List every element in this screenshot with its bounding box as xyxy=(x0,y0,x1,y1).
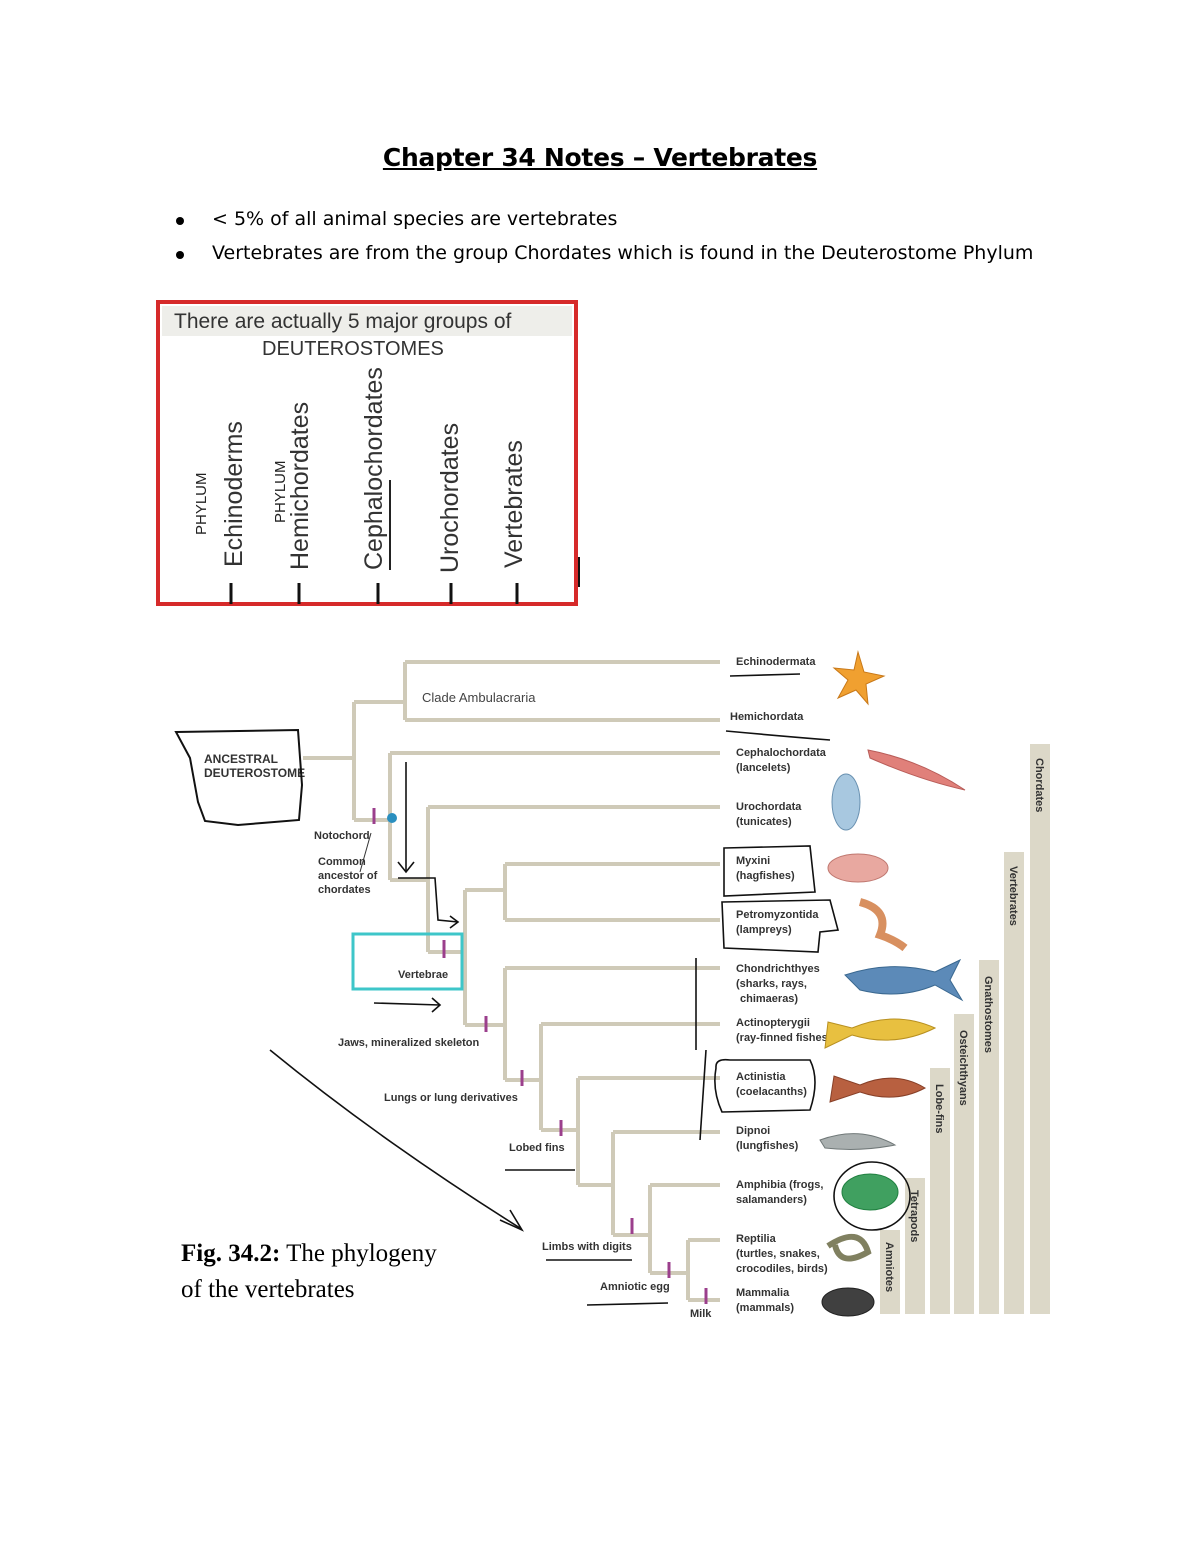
taxon-cephalochordata: Cephalochordata xyxy=(736,747,827,759)
taxon-actinopterygii: Actinopterygii xyxy=(736,1017,810,1029)
lancelet-icon xyxy=(867,749,966,791)
taxon-chondrichthyes: Chondrichthyes xyxy=(736,963,820,975)
trait-common-2: ancestor of xyxy=(318,870,378,882)
taxon-mammalia: Mammalia xyxy=(736,1287,790,1299)
taxon-urochordata: Urochordata xyxy=(736,801,802,813)
figure-caption-line2: of the vertebrates xyxy=(181,1276,355,1303)
group-cephalochordates: Cephalochordates xyxy=(360,367,388,570)
clade-label: Clade Ambulacraria xyxy=(422,690,536,705)
taxon-reptilia: Reptilia xyxy=(736,1233,777,1245)
group-echinoderms: Echinoderms xyxy=(220,421,248,567)
taxon-reptilia-common: (turtles, snakes, xyxy=(736,1248,820,1260)
phylum-tag-1: PHYLUM xyxy=(193,472,210,535)
vertebrae-highlight-box xyxy=(351,932,464,991)
caption-rest: The phylogeny xyxy=(280,1240,437,1267)
group-urochordates: Urochordates xyxy=(436,423,464,573)
shark-icon xyxy=(844,958,964,1002)
taxon-amphibia: Amphibia (frogs, xyxy=(736,1179,823,1191)
trait-lobed: Lobed fins xyxy=(509,1142,565,1154)
bar-tetrapods: Tetrapods xyxy=(908,1190,920,1242)
root-label-1: ANCESTRAL xyxy=(204,752,278,766)
taxon-amphibia-common: salamanders) xyxy=(736,1194,807,1206)
taxon-echinodermata: Echinodermata xyxy=(736,656,816,668)
trait-vertebrae: Vertebrae xyxy=(398,969,448,981)
taxon-cephalochordata-common: (lancelets) xyxy=(736,762,791,774)
bullet-text: < 5% of all animal species are vertebrat… xyxy=(212,208,618,230)
taxon-chondrichthyes-common: (sharks, rays, xyxy=(736,978,807,990)
root-label-2: DEUTEROSTOME xyxy=(204,766,305,780)
tree-branches xyxy=(303,660,720,1302)
group-bars xyxy=(880,744,1050,1314)
tunicate-icon xyxy=(831,773,861,831)
phylum-tag-2: PHYLUM xyxy=(272,460,289,523)
animal-illustrations xyxy=(819,650,966,1317)
bar-vertebrates: Vertebrates xyxy=(1007,866,1019,926)
page-title: Chapter 34 Notes – Vertebrates xyxy=(382,143,818,172)
taxon-reptilia-common2: crocodiles, birds) xyxy=(736,1263,828,1275)
phylogeny-figure: ANCESTRAL DEUTEROSTOME Clade Ambulacrari… xyxy=(174,650,1050,1320)
trait-common-3: chordates xyxy=(318,884,371,896)
deuterostome-groups-figure: There are actually 5 major groups of DEU… xyxy=(156,300,580,606)
taxon-dipnoi-common: (lungfishes) xyxy=(736,1140,799,1152)
deut-heading-1: There are actually 5 major groups of xyxy=(174,310,511,333)
frog-icon xyxy=(841,1173,899,1211)
taxon-actinistia-common: (coelacanths) xyxy=(736,1086,807,1098)
taxon-hemichordata: Hemichordata xyxy=(730,711,804,723)
trait-limbs: Limbs with digits xyxy=(542,1241,632,1253)
trait-common-1: Common xyxy=(318,856,366,868)
ray-finned-fish-icon xyxy=(824,1018,937,1049)
bullet-dot xyxy=(176,217,184,225)
bar-osteichthyans: Osteichthyans xyxy=(957,1030,969,1106)
lamprey-icon xyxy=(858,898,908,952)
trait-notochord: Notochord xyxy=(314,830,370,842)
taxon-myxini-common: (hagfishes) xyxy=(736,870,795,882)
common-ancestor-dot xyxy=(387,813,397,823)
taxon-petromyzontida-common: (lampreys) xyxy=(736,924,792,936)
trait-milk: Milk xyxy=(690,1308,712,1320)
trait-lungs: Lungs or lung derivatives xyxy=(384,1092,518,1104)
taxon-dipnoi: Dipnoi xyxy=(736,1125,770,1137)
bar-lobe-fins: Lobe-fins xyxy=(933,1084,945,1134)
taxon-mammalia-common: (mammals) xyxy=(736,1302,794,1314)
caption-bold: Fig. 34.2: xyxy=(181,1240,281,1267)
trait-ticks xyxy=(372,808,708,1304)
taxon-petromyzontida: Petromyzontida xyxy=(736,909,819,921)
handdrawn-annotations xyxy=(269,673,911,1306)
figure-caption-line1: Fig. 34.2: The phylogeny xyxy=(181,1240,437,1268)
group-vertebrates: Vertebrates xyxy=(500,440,528,568)
hagfish-icon xyxy=(827,853,889,883)
taxon-actinopterygii-common: (ray-finned fishes) xyxy=(736,1032,832,1044)
bar-gnathostomes: Gnathostomes xyxy=(982,976,994,1053)
coelacanth-icon xyxy=(829,1075,927,1103)
bullet-dot xyxy=(176,251,184,259)
taxon-chondrichthyes-common2: chimaeras) xyxy=(740,993,798,1005)
wildebeest-icon xyxy=(821,1287,875,1317)
taxon-actinistia: Actinistia xyxy=(736,1071,786,1083)
deut-heading-2: DEUTEROSTOMES xyxy=(262,338,444,360)
root-handdrawn-circle xyxy=(174,728,304,827)
starfish-icon xyxy=(832,650,886,706)
trait-amniotic: Amniotic egg xyxy=(600,1281,670,1293)
group-hemichordates: Hemichordates xyxy=(286,402,314,570)
bullet-text: Vertebrates are from the group Chordates… xyxy=(212,242,1034,264)
trait-jaws: Jaws, mineralized skeleton xyxy=(338,1037,480,1049)
bar-amniotes: Amniotes xyxy=(883,1242,895,1292)
lungfish-icon xyxy=(819,1133,897,1150)
bar-chordates: Chordates xyxy=(1033,758,1045,812)
red-frame xyxy=(156,300,578,606)
taxon-myxini: Myxini xyxy=(736,855,770,867)
snake-icon xyxy=(826,1234,872,1262)
taxon-urochordata-common: (tunicates) xyxy=(736,816,792,828)
